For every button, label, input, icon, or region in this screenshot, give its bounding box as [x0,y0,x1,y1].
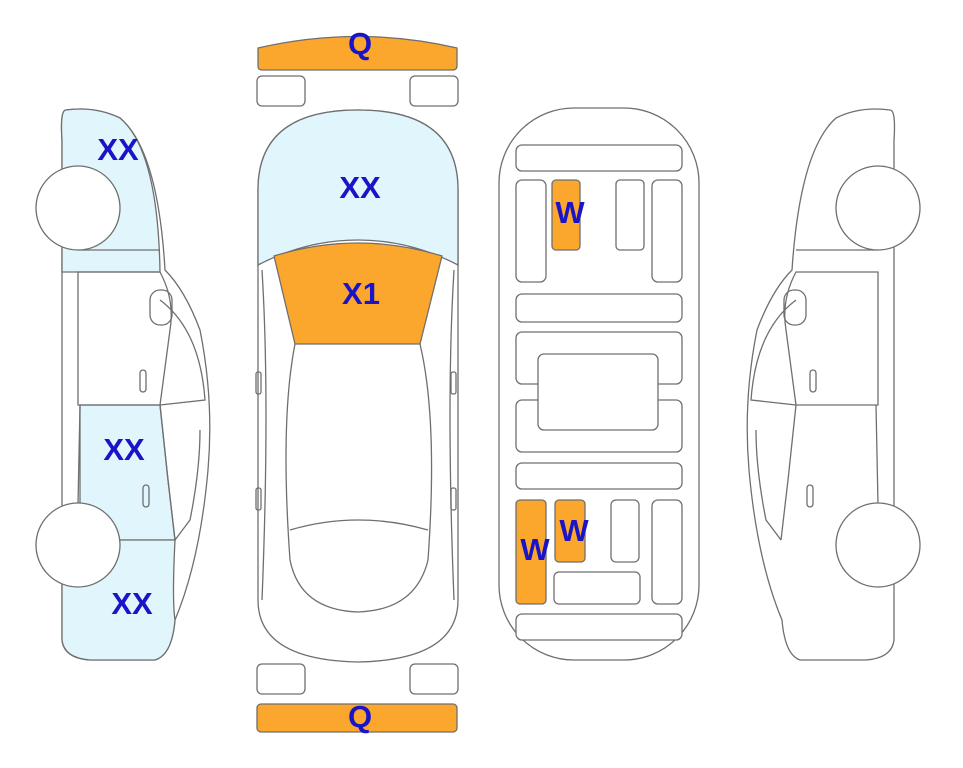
interior-rear-seat-center [554,499,586,563]
interior-view: W W W [498,107,700,661]
label-left-rear-quarter: XX [111,586,153,621]
hood-panel [257,109,459,267]
label-interior-rear-seat-left: W [520,532,550,567]
right-rear-wheel [835,502,921,588]
interior-front-seat [551,179,581,251]
label-windshield: X1 [342,276,380,311]
right-front-wheel [835,165,921,251]
left-front-wheel [35,165,121,251]
front-bumper-panel [257,35,458,71]
interior-rear-seat-left [515,499,547,605]
left-side-view: XX XX XX [35,108,211,661]
top-view: Q XX X1 Q [255,26,459,734]
label-front-bumper: Q [348,26,372,61]
right-side-view [746,108,921,661]
rear-bumper-panel [256,703,458,733]
label-interior-rear-seat-center: W [559,513,589,548]
label-left-front-fender: XX [97,132,139,167]
label-rear-bumper: Q [348,699,372,734]
windshield-panel [273,242,443,345]
label-hood: XX [339,170,381,205]
label-interior-front-seat: W [555,195,585,230]
label-left-rear-door: XX [103,432,145,467]
left-rear-wheel [35,502,121,588]
